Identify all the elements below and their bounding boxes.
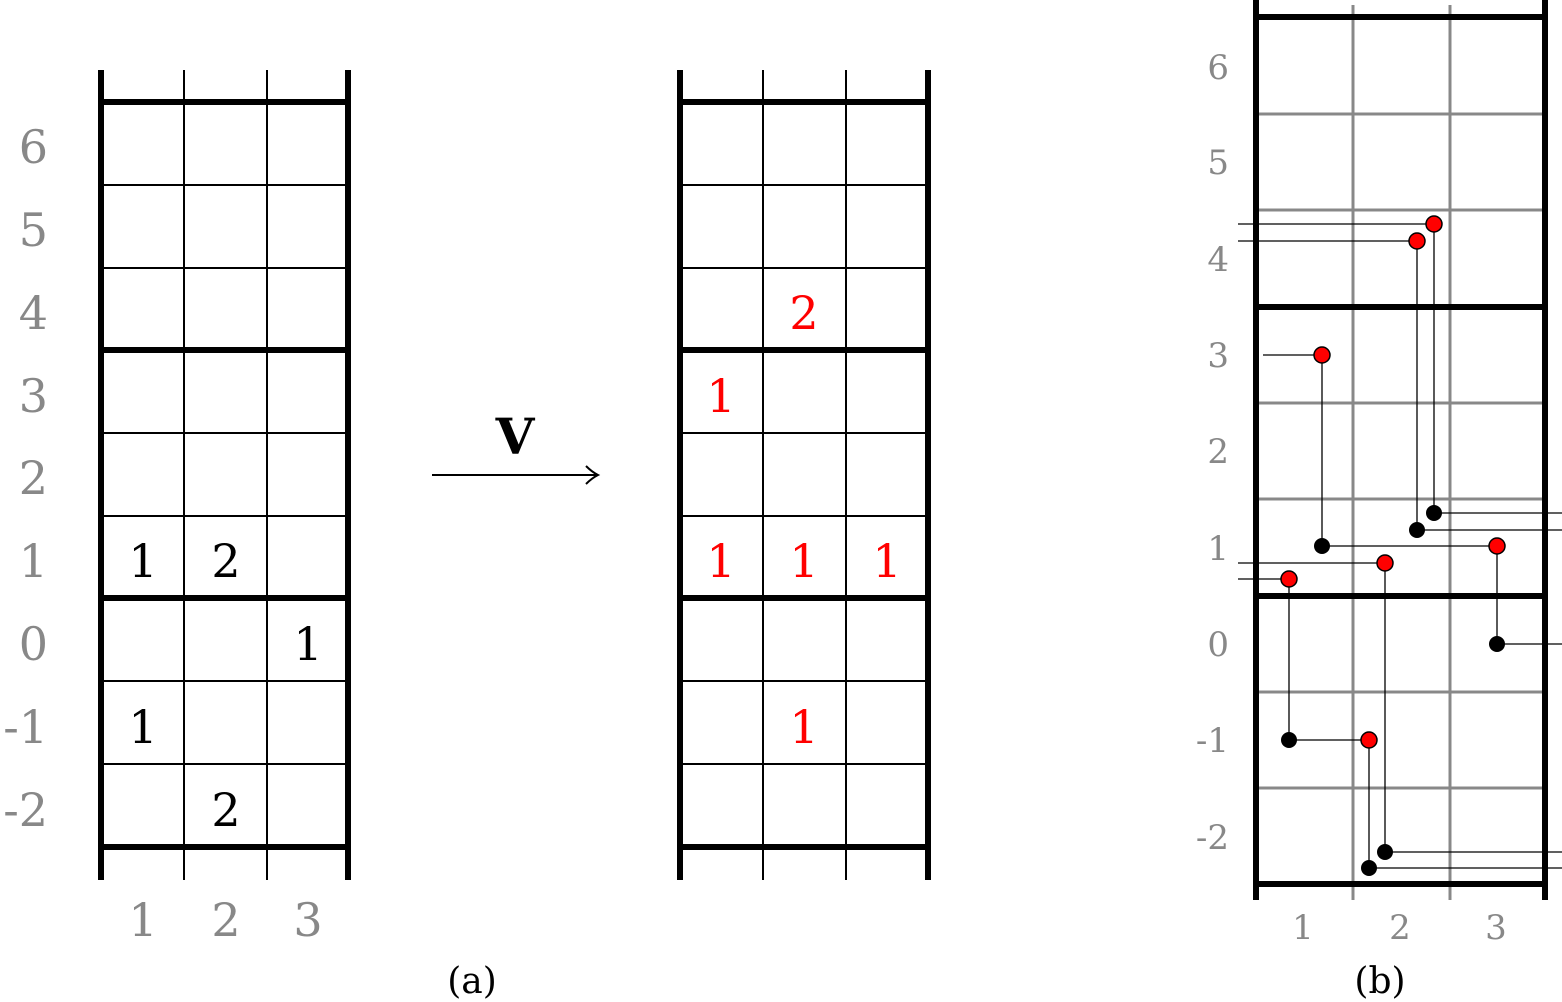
right-grid-thin-lines bbox=[679, 70, 928, 880]
left-grid-thick-lines bbox=[98, 70, 351, 880]
cell-value: 1 bbox=[789, 534, 818, 588]
row-label: 6 bbox=[19, 120, 48, 174]
cell-value: 1 bbox=[128, 534, 157, 588]
red-point bbox=[1488, 537, 1506, 555]
left-row-labels: 6 5 4 3 2 1 0 -1 -2 bbox=[3, 120, 48, 837]
transform-arrow: V bbox=[432, 407, 601, 485]
cell-value: 2 bbox=[211, 783, 240, 837]
red-point bbox=[1425, 215, 1443, 233]
red-point bbox=[1360, 731, 1378, 749]
col-label: 1 bbox=[128, 893, 157, 947]
row-label: 5 bbox=[1207, 143, 1229, 183]
red-point bbox=[1313, 346, 1331, 364]
left-grid-thin-lines bbox=[100, 70, 348, 880]
row-label: 0 bbox=[1207, 625, 1229, 665]
red-point bbox=[1280, 570, 1298, 588]
panel-b-light-grid bbox=[1255, 5, 1545, 900]
left-grid-values: 1 2 1 1 2 bbox=[128, 534, 322, 837]
caption-a: (a) bbox=[447, 961, 497, 1002]
panel-b-thick-lines bbox=[1253, 0, 1548, 900]
cell-value: 1 bbox=[706, 369, 735, 423]
cell-value: 2 bbox=[211, 534, 240, 588]
panel-b-col-labels: 1 2 3 bbox=[1292, 908, 1507, 948]
right-grid-values: 2 1 1 1 1 1 bbox=[706, 286, 901, 754]
col-label: 1 bbox=[1292, 908, 1314, 948]
row-label: 4 bbox=[1207, 240, 1229, 280]
left-grid: 6 5 4 3 2 1 0 -1 -2 1 2 3 1 2 1 1 2 bbox=[3, 70, 351, 947]
arrow-head bbox=[585, 465, 601, 485]
cell-value: 1 bbox=[872, 534, 901, 588]
col-label: 3 bbox=[1485, 908, 1507, 948]
arrow-label: V bbox=[495, 407, 536, 466]
cell-value: 1 bbox=[789, 700, 818, 754]
black-point bbox=[1314, 538, 1330, 554]
red-point bbox=[1408, 232, 1426, 250]
panel-b-red-points bbox=[1280, 215, 1506, 749]
panel-b: 6 5 4 3 2 1 0 -1 -2 1 2 3 (b) bbox=[1196, 0, 1562, 1002]
cell-value: 2 bbox=[789, 286, 818, 340]
row-label: -1 bbox=[1196, 721, 1229, 761]
col-label: 3 bbox=[293, 893, 322, 947]
black-point bbox=[1281, 732, 1297, 748]
row-label: 2 bbox=[1207, 432, 1229, 472]
right-grid: 2 1 1 1 1 1 bbox=[677, 70, 931, 880]
row-label: 0 bbox=[19, 617, 48, 671]
cell-value: 1 bbox=[293, 617, 322, 671]
row-label: 2 bbox=[19, 451, 48, 505]
caption-b: (b) bbox=[1354, 961, 1405, 1002]
row-label: 3 bbox=[19, 369, 48, 423]
row-label: 1 bbox=[19, 534, 48, 588]
row-label: -2 bbox=[1196, 818, 1229, 858]
col-label: 2 bbox=[211, 893, 240, 947]
black-point bbox=[1377, 844, 1393, 860]
row-label: -2 bbox=[3, 783, 48, 837]
row-label: 1 bbox=[1207, 529, 1229, 569]
row-label: -1 bbox=[3, 700, 48, 754]
panel-b-connectors bbox=[1238, 223, 1562, 869]
row-label: 3 bbox=[1207, 336, 1229, 376]
row-label: 6 bbox=[1207, 48, 1229, 88]
right-grid-thick-lines bbox=[677, 70, 931, 880]
left-col-labels: 1 2 3 bbox=[128, 893, 322, 947]
row-label: 4 bbox=[19, 286, 48, 340]
panel-b-black-points bbox=[1281, 505, 1505, 876]
cell-value: 1 bbox=[706, 534, 735, 588]
black-point bbox=[1409, 522, 1425, 538]
row-label: 5 bbox=[19, 203, 48, 257]
black-point bbox=[1361, 860, 1377, 876]
black-point bbox=[1489, 636, 1505, 652]
black-point bbox=[1426, 505, 1442, 521]
col-label: 2 bbox=[1389, 908, 1411, 948]
cell-value: 1 bbox=[128, 700, 157, 754]
panel-b-row-labels: 6 5 4 3 2 1 0 -1 -2 bbox=[1196, 48, 1229, 858]
red-point bbox=[1376, 554, 1394, 572]
